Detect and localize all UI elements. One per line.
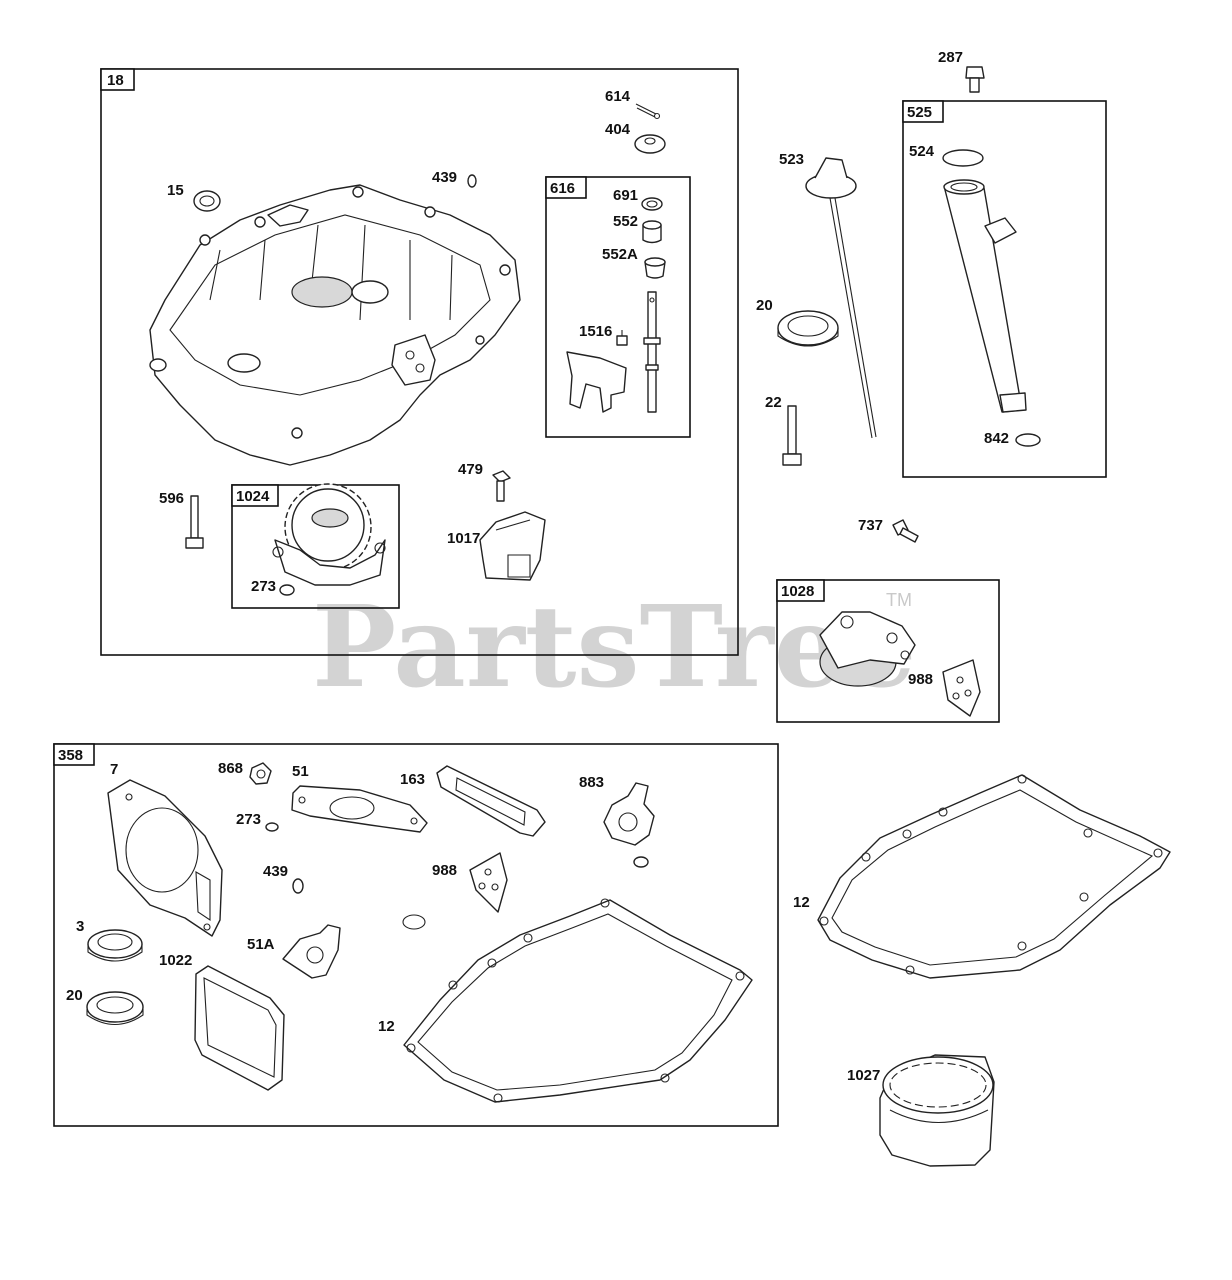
kit-label-1028: 1028 bbox=[781, 583, 814, 600]
part-842-oring[interactable] bbox=[1015, 433, 1041, 447]
watermark-trademark: TM bbox=[886, 590, 912, 610]
part-1027-oil-filter[interactable] bbox=[879, 1054, 995, 1167]
part-governor-shaft[interactable] bbox=[643, 291, 661, 413]
part-439-oring-2[interactable] bbox=[292, 878, 304, 894]
callout-404: 404 bbox=[605, 121, 631, 138]
callout-552A: 552A bbox=[602, 246, 638, 263]
watermark-text: PartsTree bbox=[312, 582, 916, 713]
callout-163: 163 bbox=[400, 771, 425, 788]
callout-439: 439 bbox=[432, 169, 457, 186]
callout-737: 737 bbox=[858, 517, 883, 534]
part-883-gasket[interactable] bbox=[603, 782, 655, 846]
callout-842: 842 bbox=[984, 430, 1009, 447]
part-596-bolt[interactable] bbox=[185, 495, 204, 549]
kit-18[interactable]: 18 bbox=[100, 68, 739, 656]
part-524-oring[interactable] bbox=[942, 149, 984, 167]
part-273-oring[interactable] bbox=[279, 584, 295, 596]
kit-label-358: 358 bbox=[58, 747, 83, 764]
callout-439-2: 439 bbox=[263, 863, 288, 880]
part-163-gasket[interactable] bbox=[436, 765, 546, 837]
callout-12-inner: 12 bbox=[378, 1018, 395, 1035]
callout-988: 988 bbox=[908, 671, 933, 688]
crankcase-part[interactable] bbox=[149, 184, 521, 466]
part-1516-screw[interactable] bbox=[616, 330, 628, 346]
part-552A-bushing[interactable] bbox=[644, 257, 666, 279]
part-404-washer[interactable] bbox=[634, 134, 666, 154]
callout-20: 20 bbox=[756, 297, 773, 314]
callout-273: 273 bbox=[251, 578, 276, 595]
kit-label-525: 525 bbox=[907, 104, 932, 121]
callout-691: 691 bbox=[613, 187, 638, 204]
callout-22: 22 bbox=[765, 394, 782, 411]
kit-label-1024: 1024 bbox=[236, 488, 270, 505]
part-273-oring-2[interactable] bbox=[265, 822, 279, 832]
kit-525[interactable]: 525 bbox=[902, 100, 1107, 478]
callout-7: 7 bbox=[110, 761, 118, 778]
part-1017-deflector[interactable] bbox=[479, 511, 546, 581]
part-washer[interactable] bbox=[402, 914, 426, 930]
kit-1024[interactable]: 1024 bbox=[231, 484, 400, 609]
kit-label-18: 18 bbox=[107, 72, 124, 89]
callout-287: 287 bbox=[938, 49, 963, 66]
callout-596: 596 bbox=[159, 490, 184, 507]
callout-614: 614 bbox=[605, 88, 631, 105]
part-22-bolt[interactable] bbox=[782, 405, 802, 466]
callout-524: 524 bbox=[909, 143, 935, 160]
part-1022-gasket[interactable] bbox=[194, 965, 285, 1091]
callout-1027: 1027 bbox=[847, 1067, 880, 1084]
part-51A-gasket[interactable] bbox=[282, 924, 341, 979]
part-691-seal[interactable] bbox=[641, 197, 663, 211]
callout-479: 479 bbox=[458, 461, 483, 478]
part-51-gasket[interactable] bbox=[291, 785, 428, 833]
callout-1017: 1017 bbox=[447, 530, 480, 547]
part-287-bolt[interactable] bbox=[965, 66, 985, 93]
part-7-head-gasket[interactable] bbox=[107, 779, 223, 937]
part-20-oil-seal[interactable] bbox=[777, 310, 839, 347]
callout-552: 552 bbox=[613, 213, 638, 230]
callout-15: 15 bbox=[167, 182, 184, 199]
callout-51A: 51A bbox=[247, 936, 275, 953]
callout-988-2: 988 bbox=[432, 862, 457, 879]
kit-616[interactable]: 616 bbox=[545, 176, 691, 438]
part-15-bushing[interactable] bbox=[193, 190, 221, 212]
part-oring-883[interactable] bbox=[633, 856, 649, 868]
part-12-gasket-outer[interactable] bbox=[817, 774, 1171, 979]
callout-883: 883 bbox=[579, 774, 604, 791]
part-523-dipstick[interactable] bbox=[805, 157, 877, 439]
part-3-oil-seal[interactable] bbox=[87, 929, 143, 962]
part-552-sleeve[interactable] bbox=[642, 220, 662, 244]
part-988-gasket[interactable] bbox=[942, 659, 981, 717]
part-governor-bracket[interactable] bbox=[566, 351, 627, 413]
part-12-gasket-inner[interactable] bbox=[403, 898, 753, 1103]
callout-1022: 1022 bbox=[159, 952, 192, 969]
part-479-bolt[interactable] bbox=[492, 470, 511, 502]
callout-868: 868 bbox=[218, 760, 243, 777]
part-oil-pump-gear[interactable] bbox=[272, 483, 386, 586]
callout-12-outer: 12 bbox=[793, 894, 810, 911]
part-614-pin[interactable] bbox=[635, 103, 661, 120]
part-20-oil-seal-2[interactable] bbox=[86, 991, 144, 1026]
part-868-nut[interactable] bbox=[249, 762, 272, 785]
callout-1516: 1516 bbox=[579, 323, 612, 340]
part-737-screw[interactable] bbox=[892, 519, 919, 543]
callout-20-2: 20 bbox=[66, 987, 83, 1004]
callout-51: 51 bbox=[292, 763, 309, 780]
kit-1028[interactable]: 1028 bbox=[776, 579, 1000, 723]
callout-523: 523 bbox=[779, 151, 804, 168]
kit-label-616: 616 bbox=[550, 180, 575, 197]
kit-358[interactable]: 358 bbox=[53, 743, 779, 1127]
part-oil-filter-adapter[interactable] bbox=[819, 611, 916, 687]
part-988-gasket-2[interactable] bbox=[469, 852, 508, 913]
part-439-oring[interactable] bbox=[467, 174, 477, 188]
callout-273-2: 273 bbox=[236, 811, 261, 828]
callout-3: 3 bbox=[76, 918, 84, 935]
part-dipstick-tube[interactable] bbox=[943, 179, 1027, 413]
